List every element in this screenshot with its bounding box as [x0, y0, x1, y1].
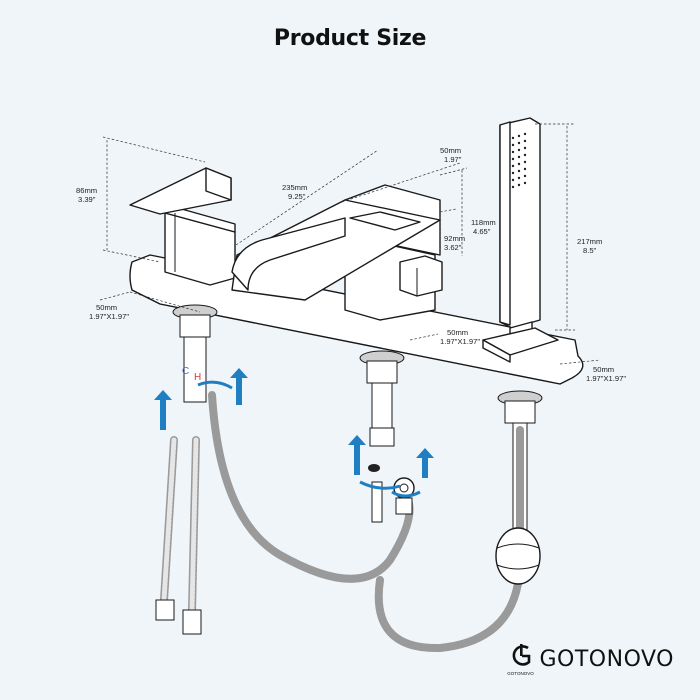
dim-right-base-mm: 50mm — [593, 365, 614, 374]
hot-label: H — [194, 372, 201, 383]
dim-outlet-height-in: 3.62" — [444, 243, 462, 252]
install-arrows — [154, 368, 434, 498]
waterfall-spout — [231, 184, 441, 321]
dim-spout-width-in: 1.97" — [444, 155, 462, 164]
page-title: Product Size — [273, 26, 427, 51]
dim-body-height-in: 4.65" — [473, 227, 491, 236]
dim-spout-length-in: 9.25" — [288, 192, 306, 201]
left-shank — [172, 304, 218, 403]
dim-body-height-mm: 118mm — [471, 218, 496, 227]
brand-logo: GOTONOVO GOTONOVO — [507, 642, 675, 676]
dim-outlet-height-mm: 92mm — [444, 234, 465, 243]
dim-left-base-in: 1.97"X1.97" — [89, 312, 129, 321]
supply-hoses — [155, 436, 202, 635]
hose-weight — [495, 527, 541, 585]
diverter-knob — [399, 255, 443, 297]
dim-center-base-mm: 50mm — [447, 328, 468, 337]
brand-mark-icon: GOTONOVO — [507, 642, 534, 676]
dim-center-base-in: 1.97"X1.97" — [440, 337, 480, 346]
dim-left-base-mm: 50mm — [96, 303, 117, 312]
shower-hose — [208, 391, 414, 583]
dim-spout-length-mm: 235mm — [282, 183, 307, 192]
dim-spout-width-mm: 50mm — [440, 146, 461, 155]
hand-shower — [482, 117, 559, 363]
dim-right-base-in: 1.97"X1.97" — [586, 374, 626, 383]
dim-handshower-height-mm: 217mm — [577, 237, 602, 246]
brand-name: GOTONOVO — [539, 646, 674, 672]
lever-handle — [129, 167, 236, 286]
center-shank — [359, 350, 405, 447]
dimension-lines — [99, 123, 601, 365]
dim-handshower-height-in: 8.5" — [583, 246, 597, 255]
brand-mark-sub: GOTONOVO — [507, 671, 534, 676]
cold-label: C — [182, 366, 189, 377]
dim-lever-height-mm: 86mm — [76, 186, 97, 195]
connector-fittings — [368, 464, 415, 523]
dim-lever-height-in: 3.39" — [78, 195, 96, 204]
shower-hose-lower — [374, 556, 524, 653]
